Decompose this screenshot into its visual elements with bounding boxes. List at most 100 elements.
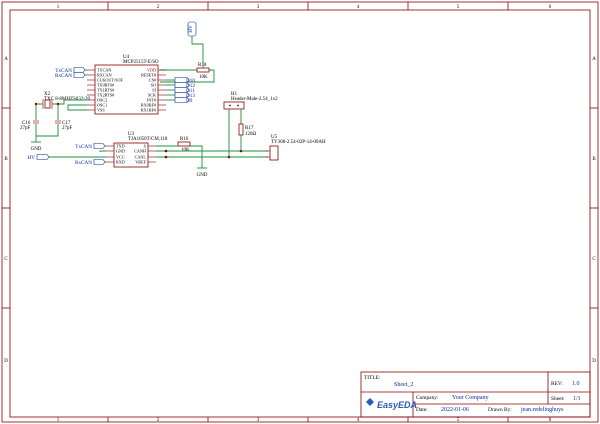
u4-pin-sck: SCK	[148, 93, 156, 98]
net-flag-d11[interactable]: D11	[174, 87, 195, 95]
r18-ref: R18	[198, 63, 207, 68]
net-flag-rxcan-u3[interactable]: RxCAN	[75, 159, 106, 167]
x2-ref: X2	[44, 92, 51, 97]
c16-value: 27pF	[20, 126, 31, 131]
gnd-symbol-left: GND	[31, 141, 42, 152]
u4-pin-rxcan: RXCAN	[97, 73, 112, 78]
txcan-label-u3: TxCAN	[75, 144, 92, 150]
u4-pin-so: SO	[151, 83, 156, 88]
u4-pin-vss: VSS	[97, 108, 105, 113]
row-label-right: C	[592, 257, 596, 262]
row-label-left: C	[4, 257, 8, 262]
u3-pin-txd: TXD	[116, 144, 125, 149]
hv-power-flag-top[interactable]: HV	[187, 21, 197, 37]
c17-value: 27pF	[62, 126, 73, 131]
net-flag-rxcan-u4[interactable]: RxCAN	[55, 72, 86, 80]
col-label-bottom: 2	[157, 418, 160, 423]
u3-pin-s: S	[144, 144, 147, 149]
c16-ref: C16	[22, 121, 31, 126]
drawn-by-value: jean.redelinghuys	[520, 407, 564, 413]
u4-pin-cs: CS#	[149, 78, 157, 83]
header-h1[interactable]: H1 Header-Male-2.54_1x2	[223, 92, 278, 110]
u4-pin-rx1bf: RX1BF#	[141, 108, 157, 113]
u4-pin-vdd: VDD	[147, 68, 156, 73]
junction	[34, 102, 38, 106]
u4-pin-txcan: TXCAN	[97, 68, 111, 73]
row-label-right: A	[592, 57, 596, 62]
d9-label: D9	[186, 98, 193, 104]
net-flag-d9[interactable]: D9	[174, 97, 193, 105]
col-label-bottom: 3	[257, 418, 260, 423]
net-flag-hv-left[interactable]: HV	[28, 154, 50, 162]
u4-pin-osc1: OSC1	[97, 103, 107, 108]
col-label-top: 6	[549, 5, 552, 10]
sheet-border-inner	[9, 9, 591, 418]
u4-pin-si: SI	[152, 88, 156, 93]
u4-pin-clkout: CLKOUT/SOF	[97, 78, 123, 83]
u4-pin-tx2rts: TX2RTS#	[97, 93, 115, 98]
resistor-r16[interactable]: R16 10K	[177, 137, 191, 153]
u4-ref: U4	[123, 55, 130, 60]
capacitor-c16[interactable]: C16 27pF	[20, 120, 39, 131]
connector-u5[interactable]: U5 TY308-2.54-02P-14-00AH	[266, 135, 326, 161]
col-label-bottom: 5	[457, 418, 460, 423]
x2-value: TXC 8-8MHZS032-20	[44, 97, 90, 102]
u3-pin-rxd: RXD	[116, 160, 125, 165]
r18-value: 10K	[199, 75, 208, 80]
junction	[164, 149, 168, 153]
col-label-top: 1	[57, 5, 60, 10]
net-flag-d12[interactable]: D12	[174, 82, 195, 90]
title-label: TITLE:	[364, 375, 381, 381]
junction	[164, 155, 168, 159]
h1-ref: H1	[231, 92, 238, 97]
net-flag-d13[interactable]: D13	[174, 92, 195, 100]
r16-value: 10K	[181, 148, 190, 153]
company-label: Company:	[416, 395, 439, 401]
hv-net-label: HV	[188, 25, 194, 33]
date-label: Date:	[416, 407, 428, 413]
row-label-left: A	[4, 57, 8, 62]
col-label-top: 5	[457, 5, 460, 10]
wire-x2-c17	[52, 103, 59, 120]
ic-u4-mcp2515[interactable]: U4 MCP2515T-E/SO TXCAN RXCAN CLKOUT/SOF …	[87, 55, 166, 115]
sheet-title: Sheet_2	[394, 382, 413, 388]
gnd-label-center: GND	[197, 173, 208, 178]
gnd-symbol-center: GND	[197, 167, 208, 178]
junction	[56, 102, 60, 106]
col-label-bottom: 6	[549, 418, 552, 423]
net-flag-txcan-u3[interactable]: TxCAN	[75, 143, 106, 151]
col-label-bottom: 1	[57, 418, 60, 423]
u4-pin-tx0rts: TX0RTS#	[97, 83, 115, 88]
net-flag-d10[interactable]: D10	[174, 77, 195, 85]
column-ruler: 1 2 3 4 5 6 1 2 3 4 5 6	[57, 2, 552, 423]
rxcan-label-u3: RxCAN	[75, 160, 92, 166]
d11-label: D11	[186, 88, 195, 94]
col-label-top: 2	[157, 5, 160, 10]
crystal-x2[interactable]: X2 TXC 8-8MHZS032-20	[42, 92, 90, 109]
resistor-r17[interactable]: R17 120Ω	[238, 123, 257, 137]
u4-spi-nets: D10 D12 D11 D13 D9	[166, 77, 195, 105]
capacitor-c17[interactable]: C17 27pF	[55, 120, 73, 131]
col-label-bottom: 4	[357, 418, 360, 423]
u4-pin-rx0bf: RX0BF#	[141, 103, 157, 108]
r17-value: 120Ω	[245, 132, 257, 137]
h1-value: Header-Male-2.54_1x2	[231, 97, 278, 102]
u5-ref: U5	[271, 135, 278, 140]
easyeda-logo-text: EasyEDA	[377, 400, 417, 410]
u3-pin-canh: CANH	[134, 149, 146, 154]
net-flag-txcan-u4[interactable]: TxCAN	[55, 67, 86, 75]
company-value: Your Company	[452, 395, 489, 401]
col-label-top: 4	[357, 5, 360, 10]
row-label-left: D	[4, 359, 8, 364]
rev-label: REV:	[551, 381, 563, 387]
u4-pin-reset: RESET#	[141, 73, 157, 78]
row-label-right: D	[592, 359, 596, 364]
row-label-left: B	[4, 157, 8, 162]
u3-pin-canl: CANL	[135, 155, 147, 160]
easyeda-logo-icon	[366, 398, 374, 406]
ic-u3-tja1050[interactable]: U3 TJA1050T/CM,118 TXD GND VCC RXD S CAN…	[106, 132, 168, 168]
date-value: 2022-01-06	[441, 407, 469, 413]
wire-hv-to-r18	[191, 36, 204, 63]
u4-pin-int: INT#	[147, 98, 157, 103]
